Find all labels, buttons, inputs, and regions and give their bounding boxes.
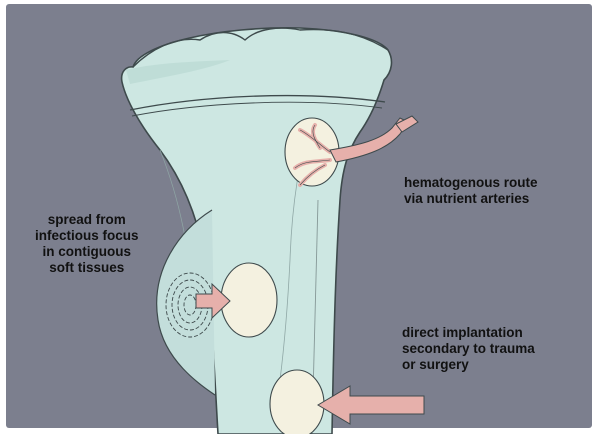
label-line: via nutrient arteries <box>404 191 538 207</box>
label-line: soft tissues <box>35 260 139 276</box>
label-line: or surgery <box>402 357 535 373</box>
bone-shaft-and-head <box>122 28 392 434</box>
label-line: spread from <box>35 212 139 228</box>
label-contiguous-spread: spread from infectious focus in contiguo… <box>35 212 139 276</box>
label-direct-implantation: direct implantation secondary to trauma … <box>402 325 535 373</box>
label-hematogenous-route: hematogenous route via nutrient arteries <box>404 175 538 207</box>
bone <box>122 28 392 434</box>
label-line: in contiguous <box>35 244 139 260</box>
label-line: infectious focus <box>35 228 139 244</box>
label-line: direct implantation <box>402 325 535 341</box>
label-line: secondary to trauma <box>402 341 535 357</box>
label-line: hematogenous route <box>404 175 538 191</box>
lesion-direct <box>270 370 324 434</box>
arrow-direct-implantation <box>318 386 424 424</box>
